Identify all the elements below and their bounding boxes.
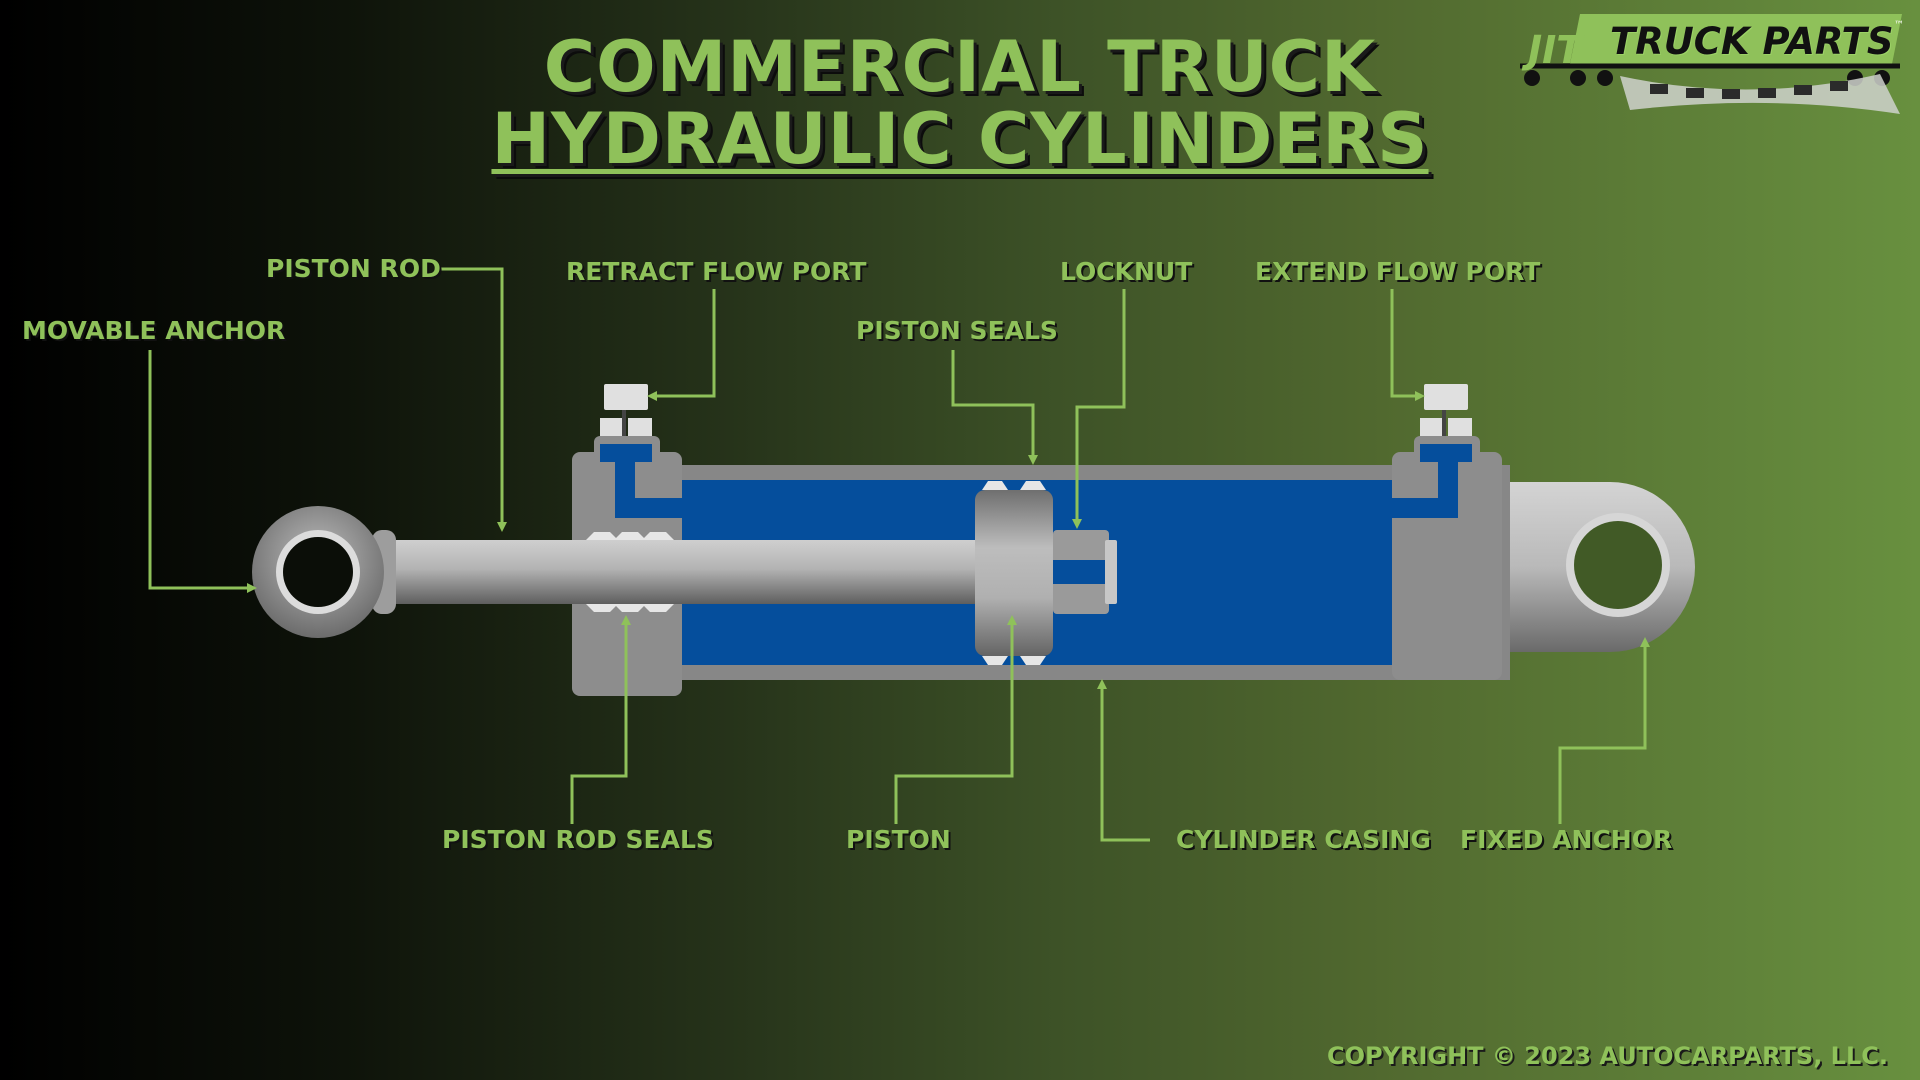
leader-cylinder-casing: [1097, 679, 1150, 842]
logo-graphic: [1520, 14, 1902, 114]
label-piston: PISTON: [846, 825, 951, 854]
leader-movable-anchor: [148, 350, 257, 593]
leader-piston-rod-seals: [570, 615, 631, 824]
movable-anchor: [252, 506, 384, 638]
leader-extend-flow-port: [1390, 289, 1425, 401]
copyright-notice: COPYRIGHT © 2023 AUTOCARPARTS, LLC.: [1327, 1042, 1888, 1070]
logo-wheel: [1570, 70, 1586, 86]
leader-locknut: [1072, 289, 1126, 529]
retract-flow-port: [600, 384, 652, 436]
checkered-flag-icon: [1620, 74, 1900, 114]
logo-trademark: ™: [1894, 20, 1904, 31]
fixed-anchor: [1495, 482, 1695, 652]
locknut: [1053, 530, 1117, 614]
logo-text: TRUCK PARTS: [1610, 20, 1894, 63]
piston-rod-seals: [586, 532, 674, 612]
label-piston-rod: PISTON ROD: [266, 254, 441, 283]
logo-banner: [1570, 14, 1902, 64]
logo-wheel: [1524, 70, 1540, 86]
title-line-2: HYDRAULIC CYLINDERS: [491, 98, 1429, 180]
piston-seals: [982, 481, 1046, 665]
label-extend-flow-port: EXTEND FLOW PORT: [1255, 257, 1541, 286]
label-movable-anchor: MOVABLE ANCHOR: [22, 316, 286, 345]
logo-mark: JIT: [1528, 28, 1583, 72]
leader-piston-rod: [438, 267, 507, 532]
page-title: COMMERCIAL TRUCK HYDRAULIC CYLINDERS: [0, 32, 1920, 174]
title-line-1: COMMERCIAL TRUCK: [543, 26, 1377, 108]
logo-wheel: [1597, 70, 1613, 86]
label-piston-rod-seals: PISTON ROD SEALS: [442, 825, 714, 854]
piston: [975, 490, 1053, 656]
piston-rod: [372, 530, 980, 614]
leader-piston-seals: [951, 350, 1038, 465]
label-piston-seals: PISTON SEALS: [856, 316, 1058, 345]
extend-flow-port: [1420, 384, 1472, 436]
label-locknut: LOCKNUT: [1060, 257, 1193, 286]
label-cylinder-casing: CYLINDER CASING: [1176, 825, 1431, 854]
leader-retract-flow-port: [647, 289, 716, 401]
label-retract-flow-port: RETRACT FLOW PORT: [566, 257, 867, 286]
leader-piston: [894, 615, 1017, 824]
label-fixed-anchor: FIXED ANCHOR: [1460, 825, 1673, 854]
brand-logo: JIT TRUCK PARTS ™: [1510, 14, 1910, 124]
leader-lines: [148, 267, 1650, 842]
leader-fixed-anchor: [1558, 637, 1650, 824]
